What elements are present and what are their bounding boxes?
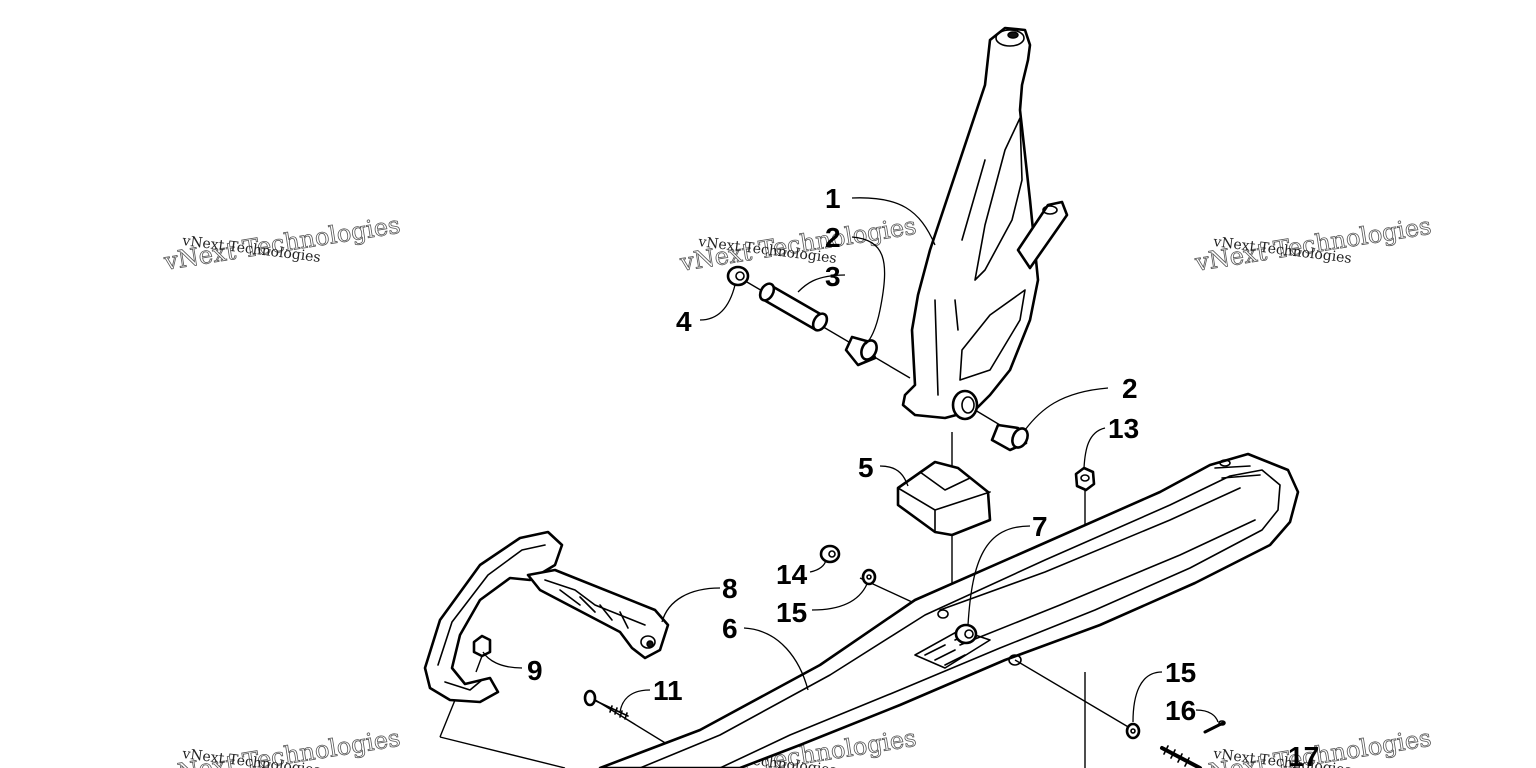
callout-13: 13 [1108, 413, 1139, 444]
part-washer-15-upper[interactable] [861, 568, 877, 586]
callout-1: 1 [825, 183, 841, 214]
part-threaded-rod[interactable] [1160, 745, 1202, 768]
callout-3: 3 [825, 261, 841, 292]
callout-15-upper: 15 [776, 597, 807, 628]
leader-line-6 [743, 627, 809, 691]
part-nut-9[interactable] [472, 634, 492, 673]
part-washer-15-lower[interactable] [1125, 722, 1141, 740]
part-bolt-11[interactable] [583, 689, 629, 720]
part-ski-handle[interactable] [423, 530, 670, 704]
leader-line-15b [1132, 671, 1163, 723]
callout-17: 17 [1288, 741, 1319, 768]
watermark-bottom-left: vNext Technologies vNext Technologies [161, 723, 403, 768]
leader-line-14 [809, 559, 827, 573]
callout-2-upper: 2 [825, 222, 841, 253]
part-bushing-lower[interactable] [990, 423, 1031, 452]
part-ski-bushing[interactable] [954, 623, 978, 645]
callout-5: 5 [858, 452, 874, 483]
part-spacer-tube[interactable] [757, 281, 829, 333]
part-ski[interactable] [598, 452, 1300, 768]
part-bushing-upper[interactable] [844, 335, 880, 367]
leader-line-4 [699, 284, 736, 321]
watermark-top-left: vNext Technologies vNext Technologies [161, 210, 403, 276]
leader-line-15a [811, 583, 868, 611]
leader-line-1 [851, 197, 936, 246]
leader-line-16 [1195, 709, 1219, 723]
leader-line-3 [797, 274, 846, 293]
leader-line-2a [851, 236, 886, 345]
part-cotter-pin[interactable] [1203, 720, 1226, 734]
part-nut-left[interactable] [726, 265, 750, 287]
part-nut-14[interactable] [819, 544, 841, 564]
watermark-top-center: vNext Technologies vNext Technologies [677, 211, 919, 277]
leader-line-9 [482, 651, 523, 669]
part-spindle[interactable] [901, 26, 1069, 421]
callout-labels: 1 2 3 4 2 13 5 7 14 8 15 6 9 11 15 16 17 [527, 183, 1319, 768]
leader-line-8 [661, 587, 721, 623]
leader-line-7 [967, 525, 1031, 626]
leader-line-2b [1024, 387, 1109, 431]
part-ski-saddle[interactable] [896, 460, 992, 537]
callout-14: 14 [776, 559, 808, 590]
callout-8: 8 [722, 573, 738, 604]
callout-15-lower: 15 [1165, 657, 1196, 688]
callout-11: 11 [653, 675, 683, 706]
leader-line-5 [879, 465, 909, 487]
leader-lines [482, 197, 1219, 723]
leader-line-11 [619, 689, 651, 713]
callout-7: 7 [1032, 511, 1048, 542]
leader-line-13 [1083, 427, 1106, 469]
part-nut-13[interactable] [1074, 466, 1096, 492]
watermark-top-right: vNext Technologies vNext Technologies [1192, 211, 1434, 277]
callout-4: 4 [676, 306, 692, 337]
callout-6: 6 [722, 613, 738, 644]
callout-9: 9 [527, 655, 543, 686]
callout-2-lower: 2 [1122, 373, 1138, 404]
callout-16: 16 [1165, 695, 1196, 726]
